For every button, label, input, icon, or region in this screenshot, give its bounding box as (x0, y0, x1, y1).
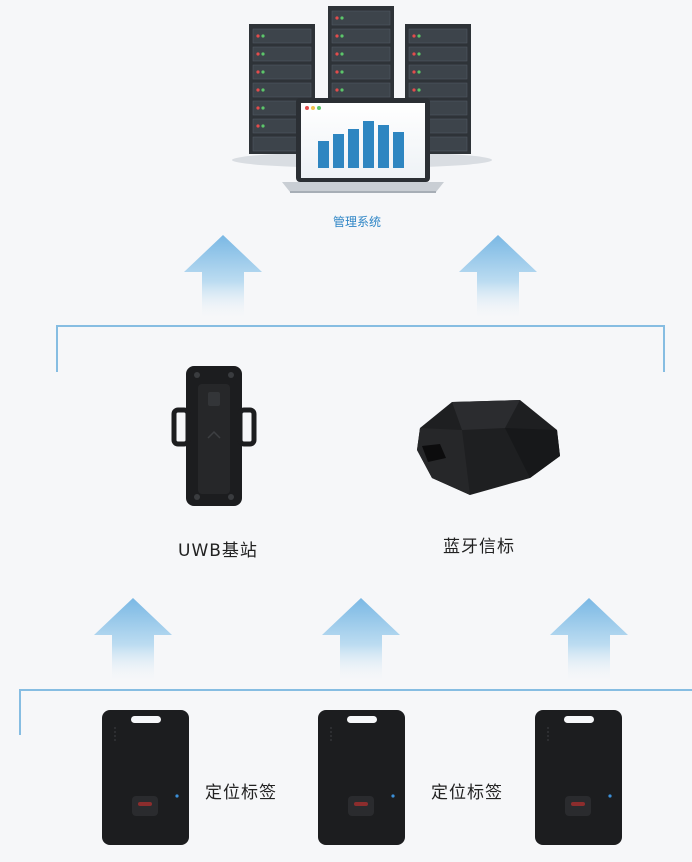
uwb-base-station-icon (171, 366, 257, 506)
uwb-base-station-label: UWB基站 (178, 541, 258, 561)
connector-line-lower (19, 689, 692, 735)
positioning-tag-icon (318, 710, 405, 845)
laptop-bar-chart (318, 121, 404, 168)
management-system-label: 管理系统 (333, 215, 382, 229)
arrow-up-icon (94, 598, 172, 683)
positioning-tag-label-2: 定位标签 (431, 783, 503, 803)
arrow-up-icon (459, 235, 537, 320)
positioning-tag-label-1: 定位标签 (205, 783, 277, 803)
server-icon (232, 6, 492, 193)
laptop-icon (282, 98, 444, 193)
arrow-up-icon (550, 598, 628, 683)
arrow-up-icon (184, 235, 262, 320)
arrow-up-icon (322, 598, 400, 683)
bluetooth-beacon-icon (417, 400, 560, 495)
bluetooth-beacon-label: 蓝牙信标 (443, 537, 515, 557)
positioning-tag-icon (535, 710, 622, 845)
positioning-tag-icon (102, 710, 189, 845)
connector-line-upper (56, 325, 665, 372)
